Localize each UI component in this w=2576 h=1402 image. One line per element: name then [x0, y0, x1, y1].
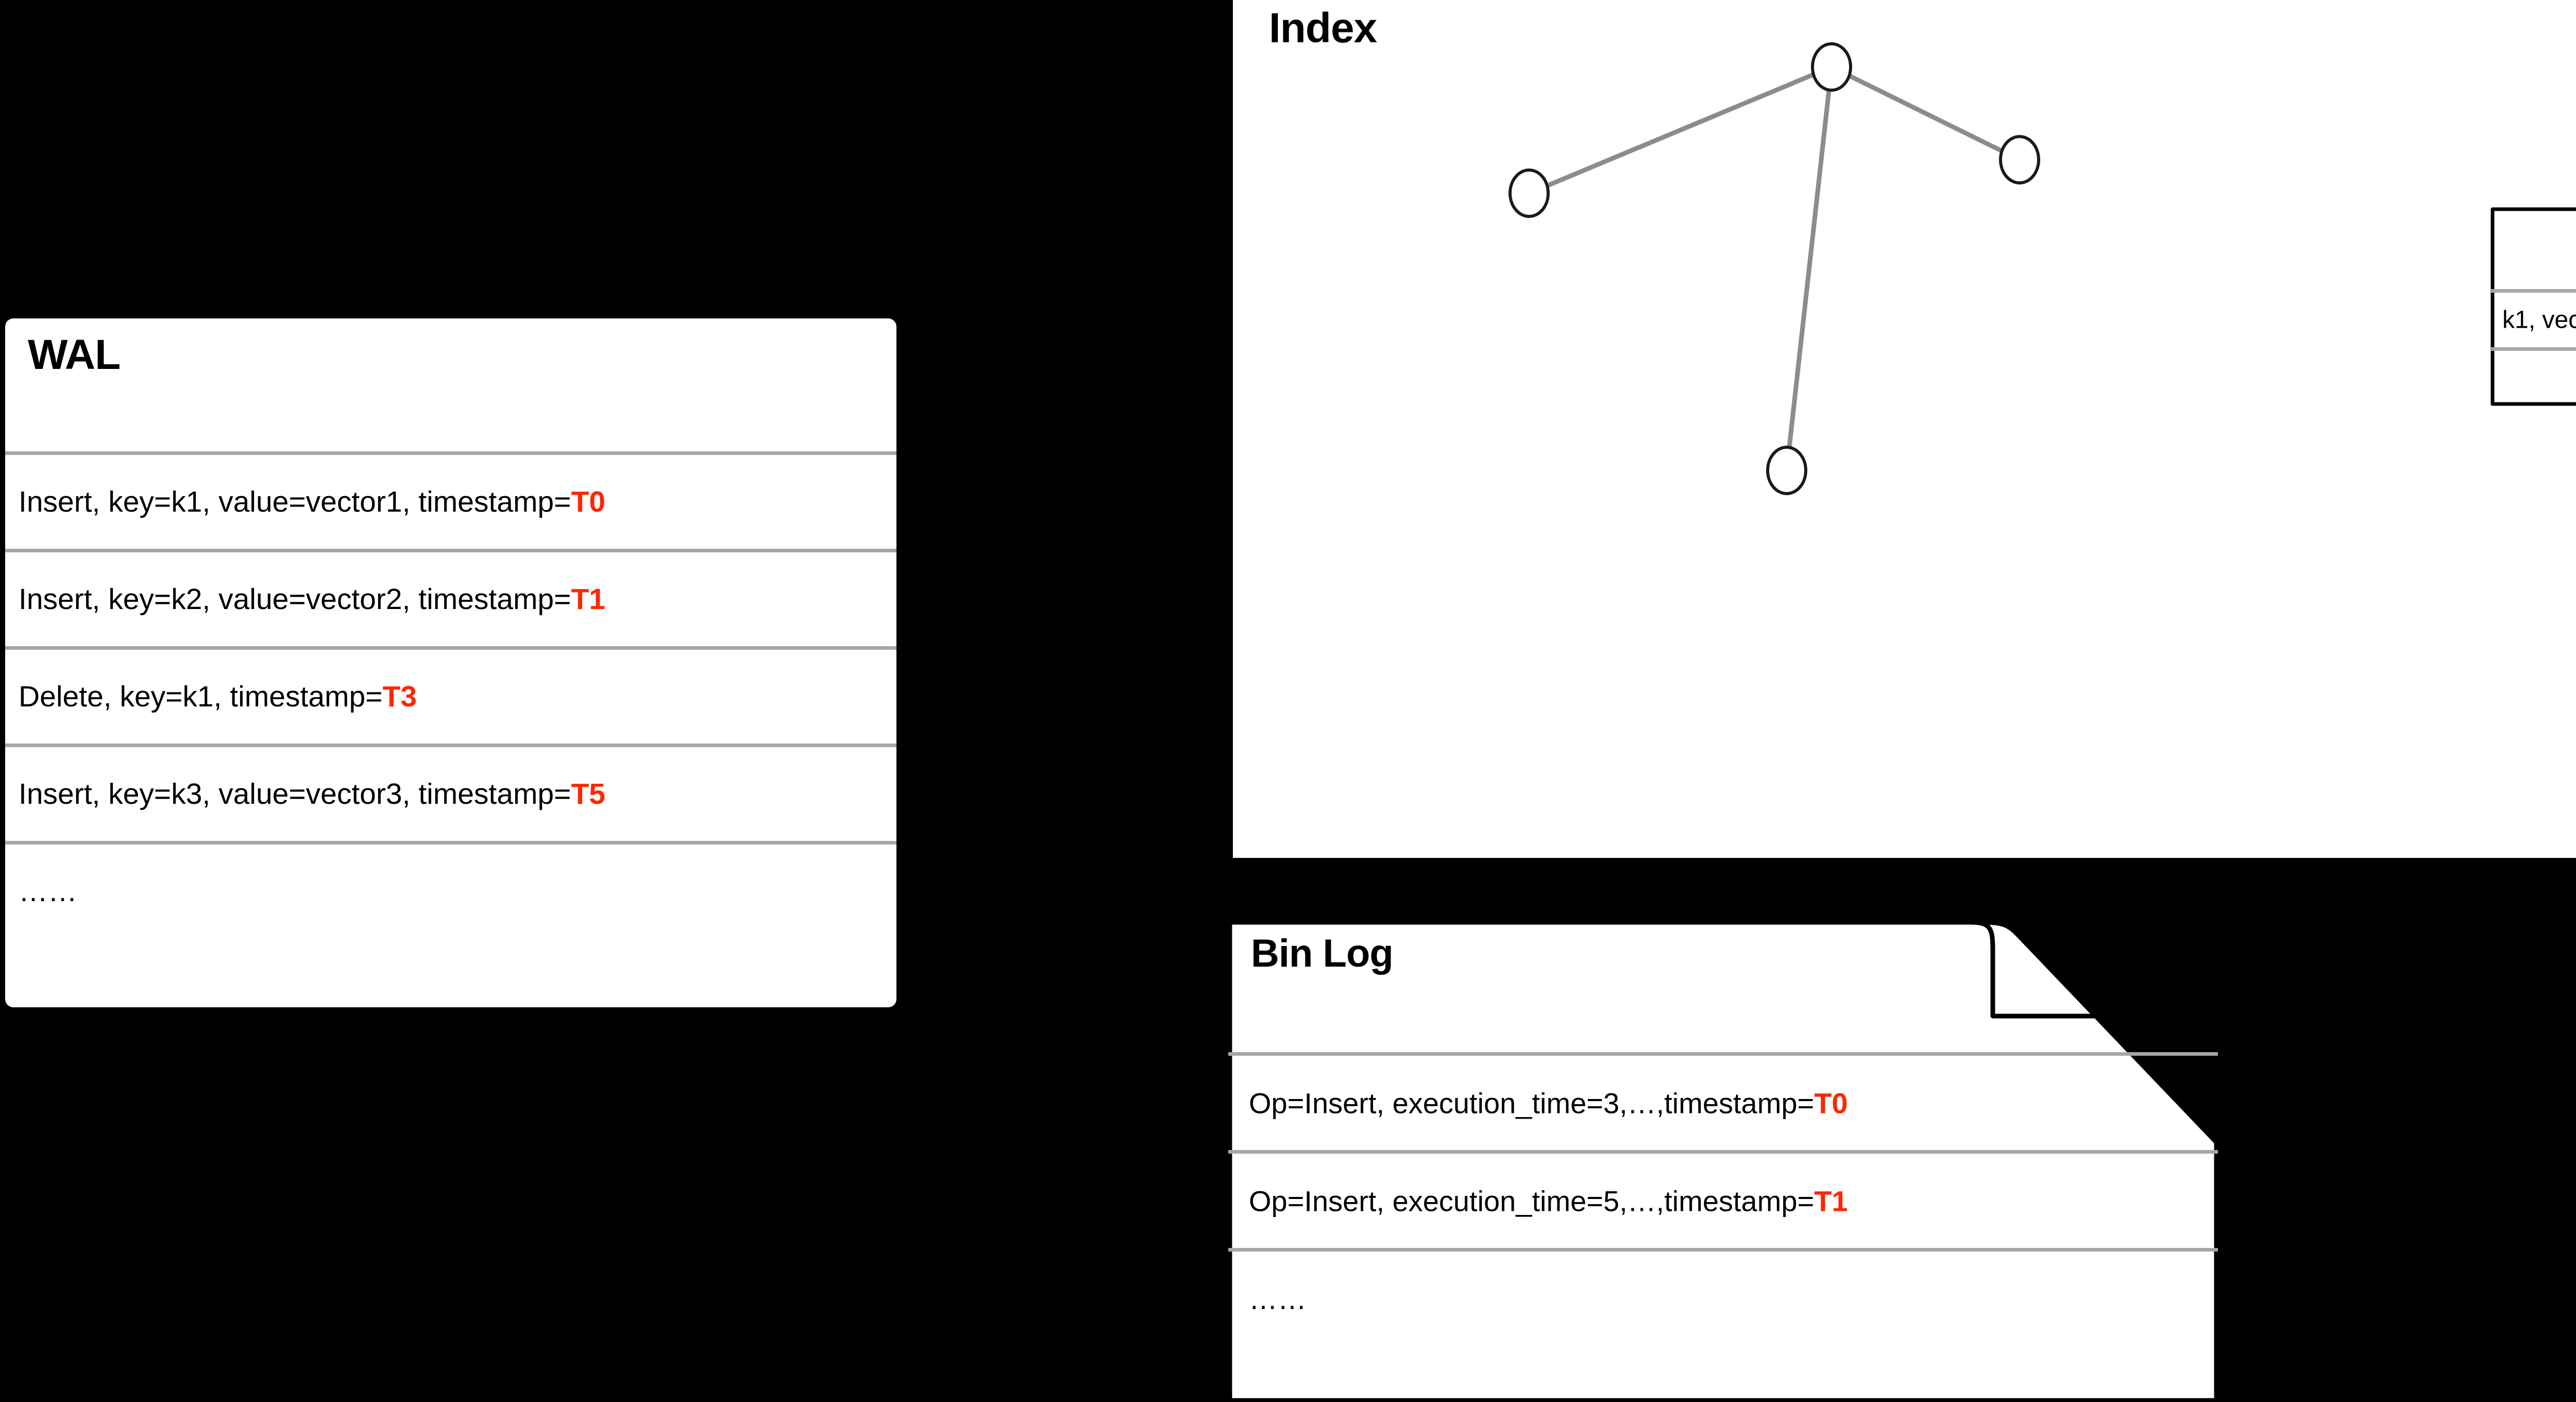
wal-ellipsis: ……: [19, 875, 77, 908]
wal-panel: WAL Insert, key=k1, value=vector1, times…: [5, 318, 896, 1007]
bin-log-ellipsis: ……: [1249, 1282, 1307, 1315]
wal-row: Insert, key=k2, value=vector2, timestamp…: [5, 549, 896, 646]
bin-log-row: Op=Insert, execution_time=5,…,timestamp=…: [1228, 1150, 2218, 1248]
index-panel: Index k1, vector1, timestamp=T0 ……: [1233, 0, 2576, 858]
tree-edge-root-right: [1831, 64, 2021, 162]
timestamp-badge: T0: [571, 485, 605, 518]
bin-log-row: ……: [1228, 1248, 2218, 1346]
tree-node-right-child[interactable]: [1999, 135, 2040, 184]
bin-log-title: Bin Log: [1251, 932, 1394, 975]
timestamp-badge: T1: [571, 583, 605, 616]
bin-log-row-text: Op=Insert, execution_time=3,…,timestamp=…: [1249, 1087, 1848, 1119]
bin-log-row: Op=Insert, execution_time=3,…,timestamp=…: [1228, 1052, 2218, 1150]
wal-row-text: Insert, key=k2, value=vector2, timestamp…: [19, 583, 605, 616]
wal-title: WAL: [28, 331, 121, 378]
index-segment-k1[interactable]: k1, vector1, timestamp=T0 ……: [2490, 207, 2576, 406]
timestamp-badge: T3: [382, 680, 417, 713]
tree-edges: [1528, 64, 2021, 471]
index-title: Index: [1269, 5, 1377, 52]
document-shape-icon: [1227, 920, 2219, 1402]
tree-node-left-child[interactable]: [1509, 168, 1550, 218]
bin-log-row-text: Op=Insert, execution_time=5,…,timestamp=…: [1249, 1185, 1848, 1217]
wal-row-list: Insert, key=k1, value=vector1, timestamp…: [5, 451, 896, 938]
bin-log-row-list: Op=Insert, execution_time=3,…,timestamp=…: [1228, 1052, 2218, 1346]
segment-row-text: k1, vector1, timestamp=T0: [2502, 306, 2576, 334]
wal-row: Insert, key=k1, value=vector1, timestamp…: [5, 451, 896, 549]
segment-row-list: k1, vector1, timestamp=T0 ……: [2491, 289, 2576, 406]
document-shape-icon: [2490, 207, 2576, 406]
wal-row-text: Insert, key=k1, value=vector1, timestamp…: [19, 485, 605, 518]
tree-node-bottom-child[interactable]: [1766, 446, 1807, 495]
tree-node-root[interactable]: [1811, 42, 1852, 92]
wal-row: ……: [5, 841, 896, 938]
timestamp-badge: T0: [1814, 1087, 1848, 1119]
wal-row: Insert, key=k3, value=vector3, timestamp…: [5, 744, 896, 841]
tree-edge-root-bottom: [1784, 66, 1834, 471]
tree-edge-root-left: [1528, 64, 1833, 196]
timestamp-badge: T1: [1814, 1185, 1848, 1217]
segment-row: k1, vector1, timestamp=T0: [2491, 289, 2576, 347]
wal-row-text: Delete, key=k1, timestamp=T3: [19, 680, 417, 713]
timestamp-badge: T5: [571, 778, 605, 810]
bin-log-panel[interactable]: Bin Log Op=Insert, execution_time=3,…,ti…: [1227, 920, 2219, 1402]
wal-row-text: Insert, key=k3, value=vector3, timestamp…: [19, 778, 605, 810]
wal-row: Delete, key=k1, timestamp=T3: [5, 646, 896, 744]
index-tree: [1509, 42, 2040, 495]
tree-nodes: [1509, 42, 2040, 495]
segment-row: ……: [2491, 347, 2576, 406]
